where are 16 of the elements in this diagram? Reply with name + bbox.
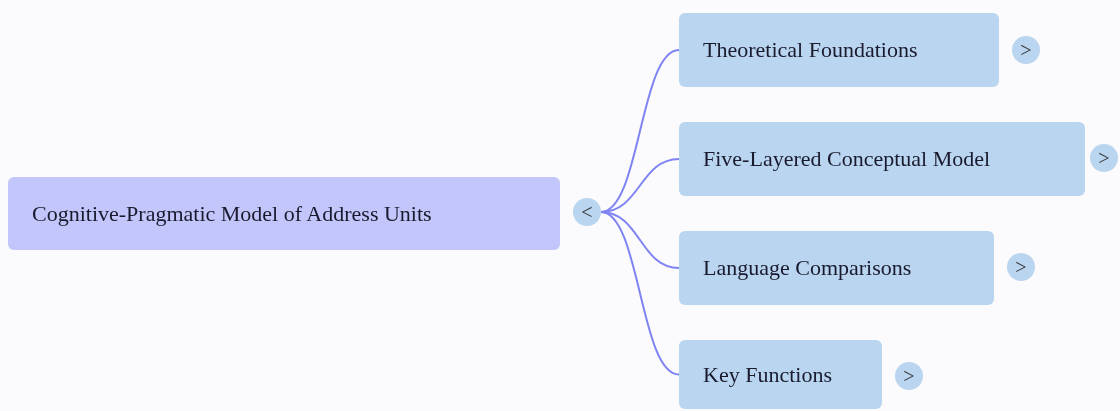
toggle-symbol: > bbox=[1015, 257, 1027, 277]
topic-box bbox=[679, 340, 882, 409]
topic-box bbox=[679, 122, 1085, 196]
topic-label: Key Functions bbox=[703, 363, 832, 386]
root-topic-box bbox=[8, 177, 560, 250]
topic-label: Five-Layered Conceptual Model bbox=[703, 148, 991, 170]
topic-label: Theoretical Foundations bbox=[703, 39, 918, 61]
topic-label: Cognitive-Pragmatic Model of Address Units bbox=[32, 202, 432, 225]
topic-box bbox=[679, 13, 999, 87]
connector-curve bbox=[600, 211, 680, 376]
toggle-symbol: > bbox=[1098, 148, 1110, 168]
toggle-symbol: > bbox=[1020, 40, 1032, 60]
topic-box bbox=[679, 231, 994, 305]
toggle-symbol: < bbox=[581, 202, 593, 222]
topic-label: Language Comparisons bbox=[703, 257, 912, 279]
toggle-symbol: > bbox=[903, 366, 915, 386]
